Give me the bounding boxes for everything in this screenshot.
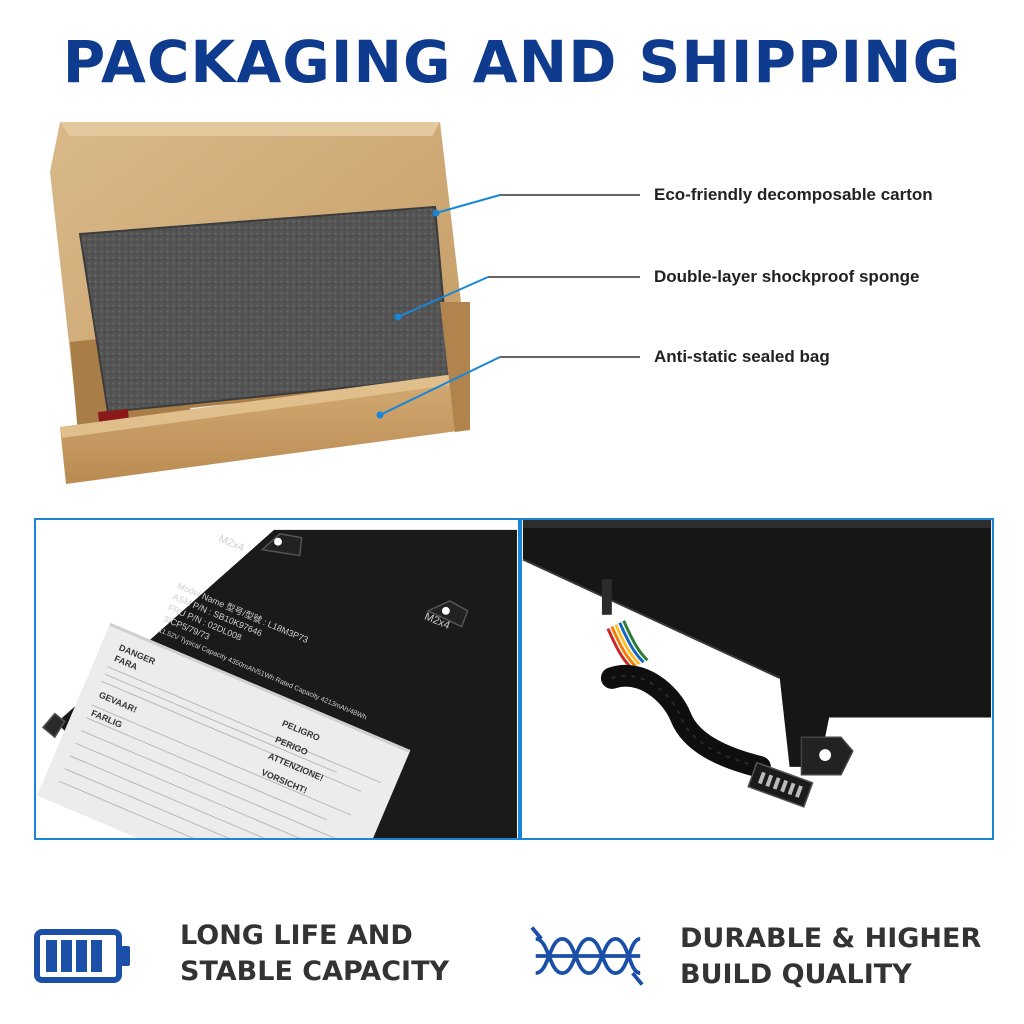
callout-sealed-bag: Anti-static sealed bag xyxy=(654,347,830,366)
feature-long-life-line1: LONG LIFE AND xyxy=(180,920,413,951)
page-title: PACKAGING AND SHIPPING xyxy=(62,28,962,96)
callout-carton: Eco-friendly decomposable carton xyxy=(654,185,933,204)
battery-icon xyxy=(34,929,130,983)
feature-durable-line1: DURABLE & HIGHER xyxy=(680,923,982,954)
battery-label-closeup: M2x4 Model Name 型号/型號 : L18M3P73 ASM P/N… xyxy=(34,518,520,840)
feature-durable-line2: BUILD QUALITY xyxy=(680,959,912,990)
feature-durable: DURABLE & HIGHER BUILD QUALITY xyxy=(530,918,1000,1008)
feature-long-life: LONG LIFE AND STABLE CAPACITY xyxy=(34,918,504,1008)
callout-sponge: Double-layer shockproof sponge xyxy=(654,267,920,286)
mark-left: M2x4 xyxy=(217,533,246,554)
packaging-box-photo xyxy=(40,112,480,492)
battery-connector-closeup xyxy=(520,518,994,840)
cable-coil-icon xyxy=(530,926,644,986)
feature-long-life-line2: STABLE CAPACITY xyxy=(180,956,450,987)
